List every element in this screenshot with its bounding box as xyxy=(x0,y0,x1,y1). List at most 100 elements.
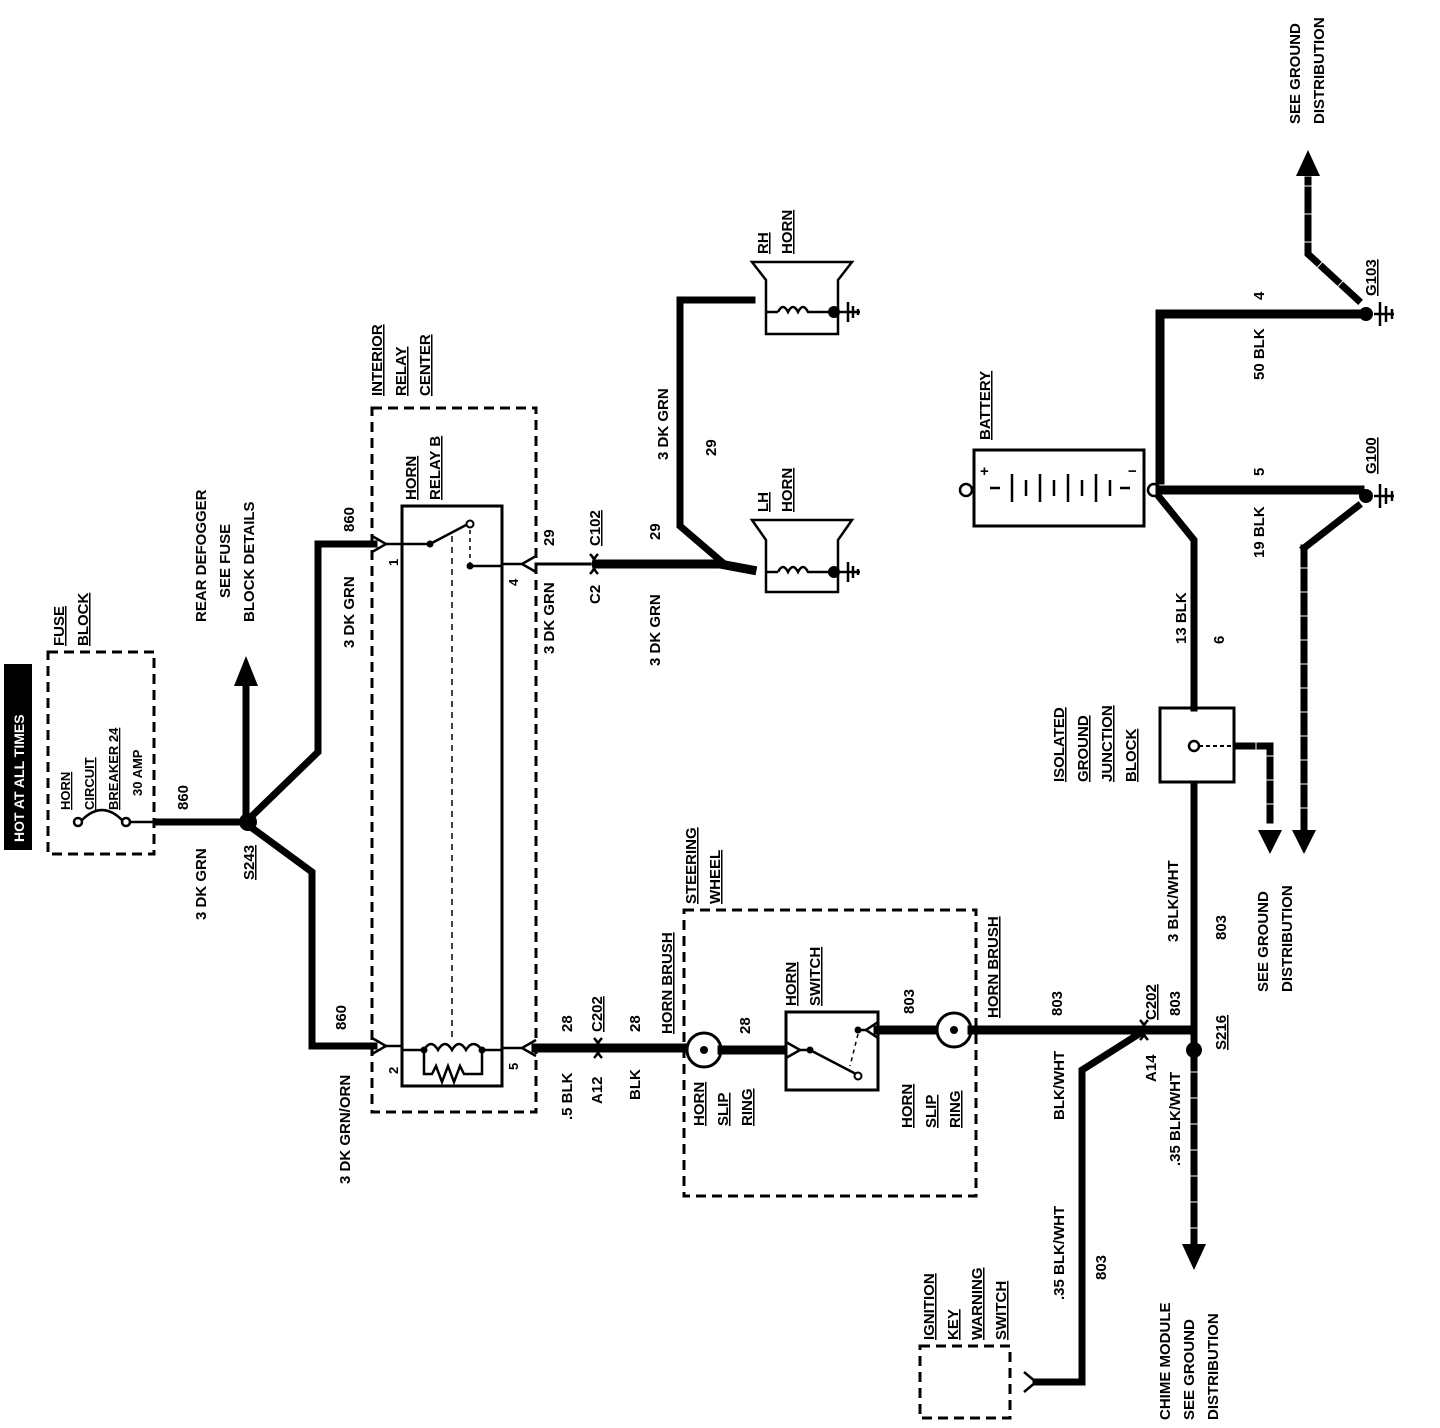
ground-dist-top-1: SEE GROUND xyxy=(1287,23,1304,124)
svg-text:BLOCK DETAILS: BLOCK DETAILS xyxy=(241,501,258,622)
wire-label-c102-29b: 29 xyxy=(647,523,664,540)
svg-text:RING: RING xyxy=(739,1089,756,1127)
svg-text:LH: LH xyxy=(755,492,772,512)
steering-wheel: STEERING WHEEL HORN BRUSH HORN BRUSH HOR… xyxy=(659,827,1002,1198)
breaker-terminal-icon xyxy=(72,816,84,828)
svg-text:5: 5 xyxy=(506,1063,521,1070)
svg-text:2: 2 xyxy=(386,1067,401,1074)
ground-icon xyxy=(840,302,860,322)
wire-label-803b: 803 xyxy=(1049,991,1066,1016)
horn-switch-contact-icon xyxy=(809,1048,857,1076)
ground-icon xyxy=(1374,302,1394,326)
svg-text:HORN: HORN xyxy=(58,772,73,810)
interior-relay-center: INTERIOR RELAY CENTER HORN RELAY B 1 2 4… xyxy=(369,324,538,1114)
svg-text:HORN: HORN xyxy=(403,456,420,500)
svg-text:HORN: HORN xyxy=(779,210,796,254)
rear-defogger-label: REAR DEFOGGER xyxy=(193,489,210,622)
chime-label-2: SEE GROUND xyxy=(1181,1319,1198,1420)
svg-text:RELAY: RELAY xyxy=(393,347,410,396)
svg-text:FUSE: FUSE xyxy=(51,606,68,646)
horn-coil-icon xyxy=(776,565,830,575)
svg-text:BATTERY: BATTERY xyxy=(977,371,994,440)
connector-c102-icon xyxy=(589,553,599,575)
title-bar xyxy=(4,664,32,850)
arrow-down-icon xyxy=(1258,830,1282,854)
wire-label-860-top: 860 xyxy=(341,507,358,532)
svg-text:SWITCH: SWITCH xyxy=(807,947,824,1006)
svg-text:4: 4 xyxy=(506,578,521,586)
chime-label-1: CHIME MODULE xyxy=(1157,1303,1174,1421)
svg-text:BLOCK: BLOCK xyxy=(1123,729,1140,782)
arrow-down-icon xyxy=(1182,1244,1206,1270)
wire-label-pin4: 3 DK GRN xyxy=(541,582,558,654)
wire-label-grnorn: 3 DK GRN/ORN xyxy=(337,1075,354,1184)
wire-label-28a: 28 xyxy=(559,1015,576,1032)
lh-horn: LH HORN xyxy=(749,468,860,594)
svg-text:HORN: HORN xyxy=(691,1082,708,1126)
svg-text:+: + xyxy=(980,463,989,480)
svg-text:KEY: KEY xyxy=(945,1309,962,1340)
svg-text:G100: G100 xyxy=(1363,437,1380,474)
ground-g100: G100 xyxy=(1359,437,1394,508)
arrow-up-icon xyxy=(1296,150,1320,176)
ground-dist-top-2: DISTRIBUTION xyxy=(1311,17,1328,124)
connector-c102-label: C102 xyxy=(587,510,604,546)
wire-label-28c: 28 xyxy=(737,1017,754,1034)
svg-text:BREAKER 24: BREAKER 24 xyxy=(106,727,121,810)
wire-label-blkwht3: 3 BLK/WHT xyxy=(1165,860,1182,942)
connector-c2-label: C2 xyxy=(587,585,604,604)
contact-icon xyxy=(465,519,475,529)
svg-text:HORN BRUSH: HORN BRUSH xyxy=(985,916,1002,1018)
ground-icon xyxy=(840,562,860,582)
ignition-key-warning-switch: IGNITION KEY WARNING SWITCH xyxy=(918,1268,1012,1420)
svg-text:GROUND: GROUND xyxy=(1075,715,1092,782)
wire-label-4: 4 xyxy=(1251,291,1268,300)
svg-text:HORN: HORN xyxy=(779,468,796,512)
ground-dist-mid-1: SEE GROUND xyxy=(1255,891,1272,992)
svg-text:STEERING: STEERING xyxy=(683,827,700,904)
fuse-block: FUSE BLOCK HORN CIRCUIT BREAKER 24 30 AM… xyxy=(46,593,156,856)
wire-label-blk50: 50 BLK xyxy=(1251,328,1268,380)
svg-text:CIRCUIT: CIRCUIT xyxy=(82,757,97,810)
wire-label-860-fuse: 860 xyxy=(175,785,192,810)
wire-label-blkwht35a: .35 BLK/WHT xyxy=(1051,1206,1068,1300)
svg-text:RH: RH xyxy=(755,232,772,254)
svg-text:RING: RING xyxy=(947,1091,964,1129)
breaker-terminal-icon xyxy=(120,816,132,828)
svg-text:−: − xyxy=(1128,463,1137,480)
wire-label-horn-feed: 3 DK GRN xyxy=(655,388,672,460)
rh-horn: RH HORN xyxy=(749,210,860,336)
wire-label-horn-feed-num: 29 xyxy=(703,439,720,456)
svg-text:ISOLATED: ISOLATED xyxy=(1051,707,1068,782)
svg-text:G103: G103 xyxy=(1363,259,1380,296)
wire-label-5: 5 xyxy=(1251,468,1268,476)
svg-text:SLIP: SLIP xyxy=(923,1095,940,1128)
svg-text:BLOCK: BLOCK xyxy=(75,593,92,646)
connector-a12-label: A12 xyxy=(589,1076,606,1104)
svg-text:IGNITION: IGNITION xyxy=(921,1273,938,1340)
wire-label-blk: BLK xyxy=(627,1069,644,1100)
wire-label-803c: 803 xyxy=(1167,991,1184,1016)
title-text: HOT AT ALL TIMES xyxy=(11,714,27,842)
wire-label-blk19: 19 BLK xyxy=(1251,506,1268,558)
wire-label-803a: 803 xyxy=(901,989,918,1014)
svg-text:HORN: HORN xyxy=(783,962,800,1006)
battery-terminal-icon xyxy=(958,482,974,498)
connector-a14-label: A14 xyxy=(1143,1054,1160,1082)
svg-text:SEE FUSE: SEE FUSE xyxy=(217,524,234,598)
battery-cells-icon xyxy=(990,474,1130,502)
wire-label-803e: 803 xyxy=(1213,915,1230,940)
wire-label-blk13: 13 BLK xyxy=(1173,592,1190,644)
isolated-ground-junction-block: ISOLATED GROUND JUNCTION BLOCK xyxy=(1051,705,1236,784)
splice-s216-label: S216 xyxy=(1213,1015,1230,1050)
wire-label-blkwht: BLK/WHT xyxy=(1051,1051,1068,1120)
wire-label-803d: 803 xyxy=(1093,1255,1110,1280)
connector-c202-icon xyxy=(593,1037,603,1059)
wire-label-blk5: .5 BLK xyxy=(559,1072,576,1120)
connector-c202b-label: C202 xyxy=(1143,984,1160,1020)
svg-text:SWITCH: SWITCH xyxy=(993,1281,1010,1340)
svg-text:HORN BRUSH: HORN BRUSH xyxy=(659,932,676,1034)
ground-dist-mid-2: DISTRIBUTION xyxy=(1279,885,1296,992)
splice-s243-label: S243 xyxy=(241,845,258,880)
